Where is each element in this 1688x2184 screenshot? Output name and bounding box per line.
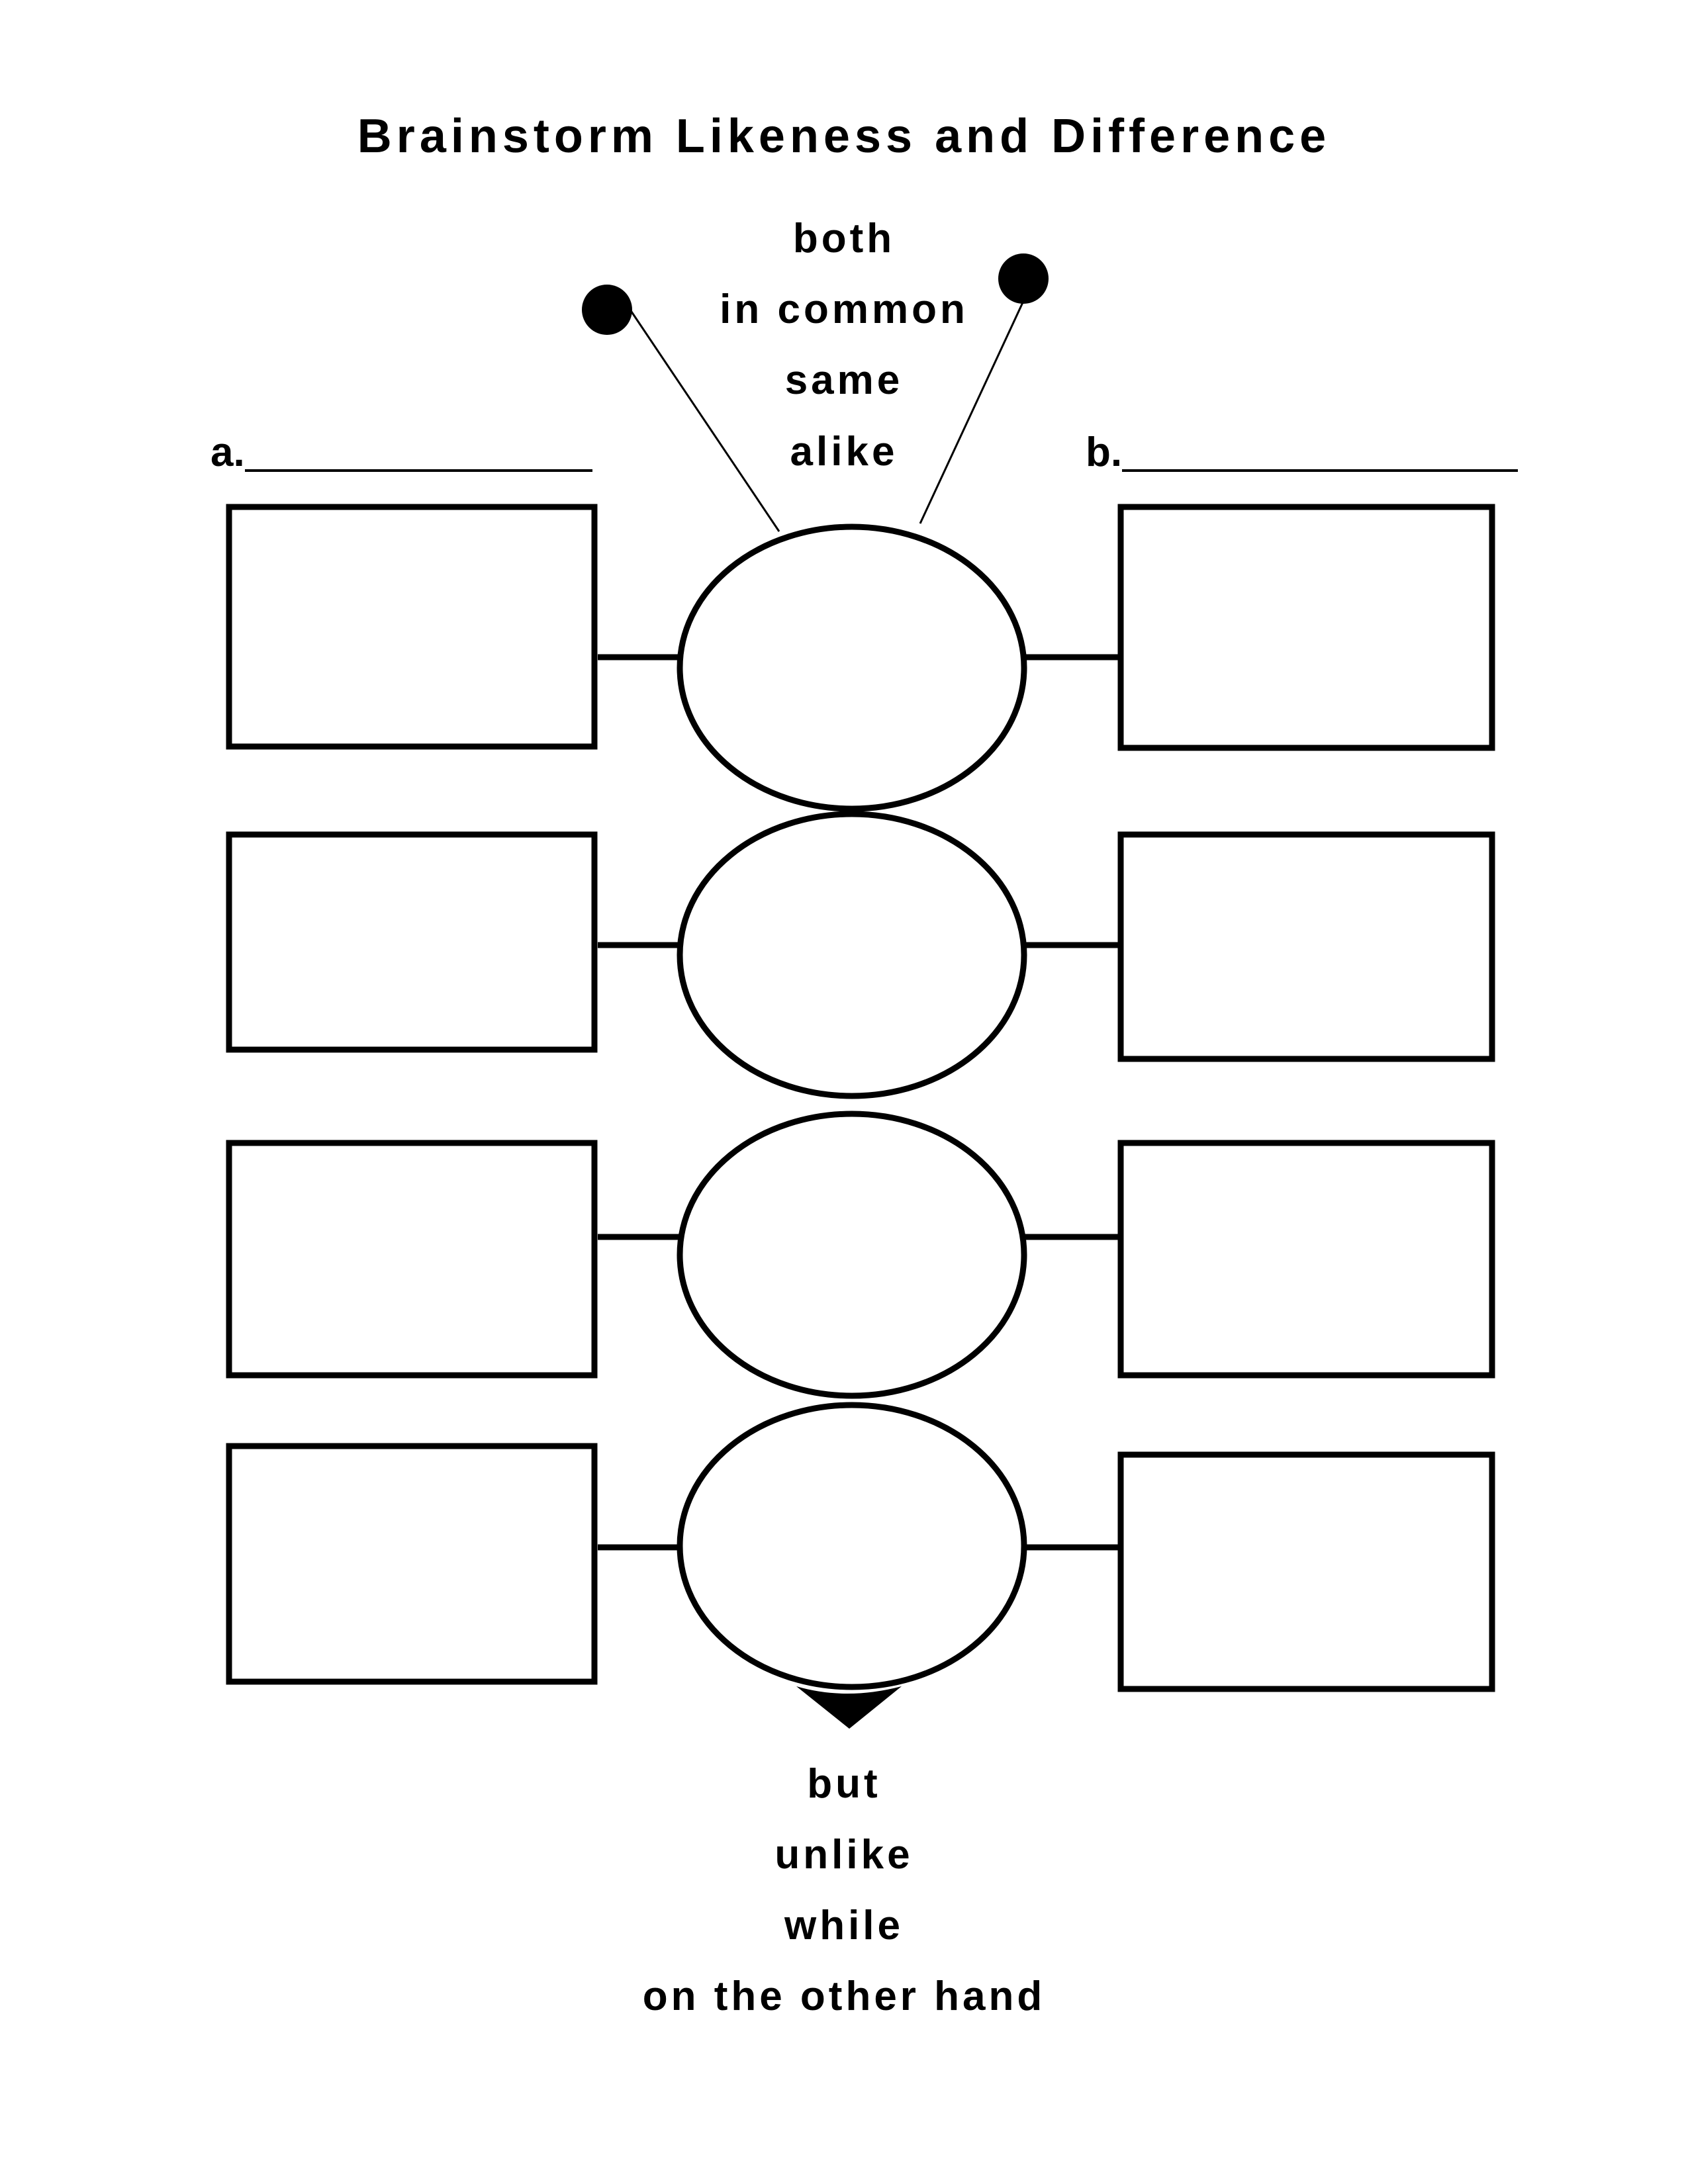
label-a-field[interactable]: a.	[211, 429, 592, 476]
right-antenna-ball-icon	[998, 253, 1049, 304]
difference-word-unlike: unlike	[774, 1832, 914, 1878]
difference-word-on-the-other-hand: on the other hand	[642, 1974, 1046, 2019]
likeness-word-both: both	[792, 216, 896, 261]
difference-word-but: but	[807, 1761, 881, 1807]
difference-box-a-1[interactable]	[226, 504, 598, 750]
label-b-blank-line[interactable]	[1122, 469, 1519, 472]
label-b-field[interactable]: b.	[1086, 429, 1519, 476]
likeness-oval-4[interactable]	[677, 1402, 1027, 1690]
likeness-oval-3[interactable]	[677, 1111, 1027, 1399]
label-a: a.	[211, 430, 245, 475]
right-antenna-line	[919, 300, 1025, 524]
left-antenna-line	[629, 309, 780, 532]
difference-box-a-2[interactable]	[226, 831, 598, 1053]
likeness-word-same: same	[784, 357, 904, 403]
label-a-blank-line[interactable]	[244, 469, 592, 472]
difference-word-while: while	[784, 1903, 904, 1948]
likeness-word-in-common: in common	[720, 287, 968, 332]
difference-box-a-4[interactable]	[226, 1443, 598, 1685]
worksheet-title: Brainstorm Likeness and Difference	[357, 110, 1331, 163]
difference-box-b-1[interactable]	[1117, 504, 1495, 751]
difference-box-a-3[interactable]	[226, 1140, 598, 1379]
difference-box-b-4[interactable]	[1117, 1451, 1495, 1692]
difference-box-b-2[interactable]	[1117, 831, 1495, 1062]
likeness-oval-2[interactable]	[677, 811, 1027, 1099]
left-antenna-ball-icon	[582, 285, 632, 335]
likeness-oval-1[interactable]	[677, 523, 1027, 812]
likeness-word-alike: alike	[790, 429, 898, 475]
difference-box-b-3[interactable]	[1117, 1140, 1495, 1379]
pointer-tail-icon	[796, 1686, 902, 1729]
label-b: b.	[1086, 430, 1123, 475]
